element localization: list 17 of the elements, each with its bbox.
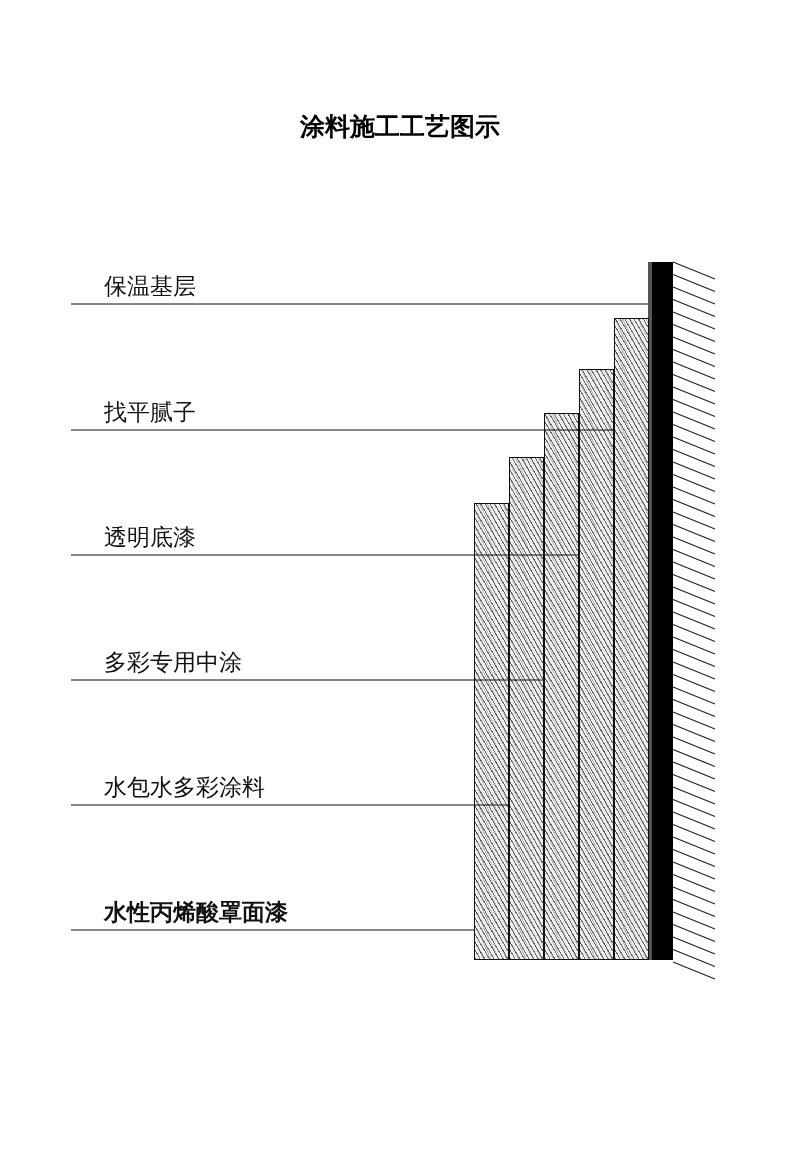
layer-label: 保温基层	[104, 273, 196, 299]
layer-label: 水性丙烯酸罩面漆	[104, 899, 288, 925]
layer-label: 找平腻子	[104, 399, 196, 425]
layer-label: 多彩专用中涂	[104, 649, 242, 675]
primer-layer	[579, 369, 614, 960]
paint-layer	[509, 457, 544, 960]
diagram-title: 涂料施工工艺图示	[298, 111, 501, 143]
midcoat-layer	[544, 413, 579, 960]
leader-line	[70, 929, 475, 931]
insulation-layer	[648, 262, 673, 960]
putty-layer	[614, 318, 649, 960]
layer-label: 透明底漆	[104, 524, 196, 550]
topcoat-layer	[474, 503, 509, 960]
layer-label: 水包水多彩涂料	[104, 774, 265, 800]
leader-line	[70, 679, 545, 681]
leader-line	[70, 303, 649, 305]
leader-line	[70, 554, 580, 556]
